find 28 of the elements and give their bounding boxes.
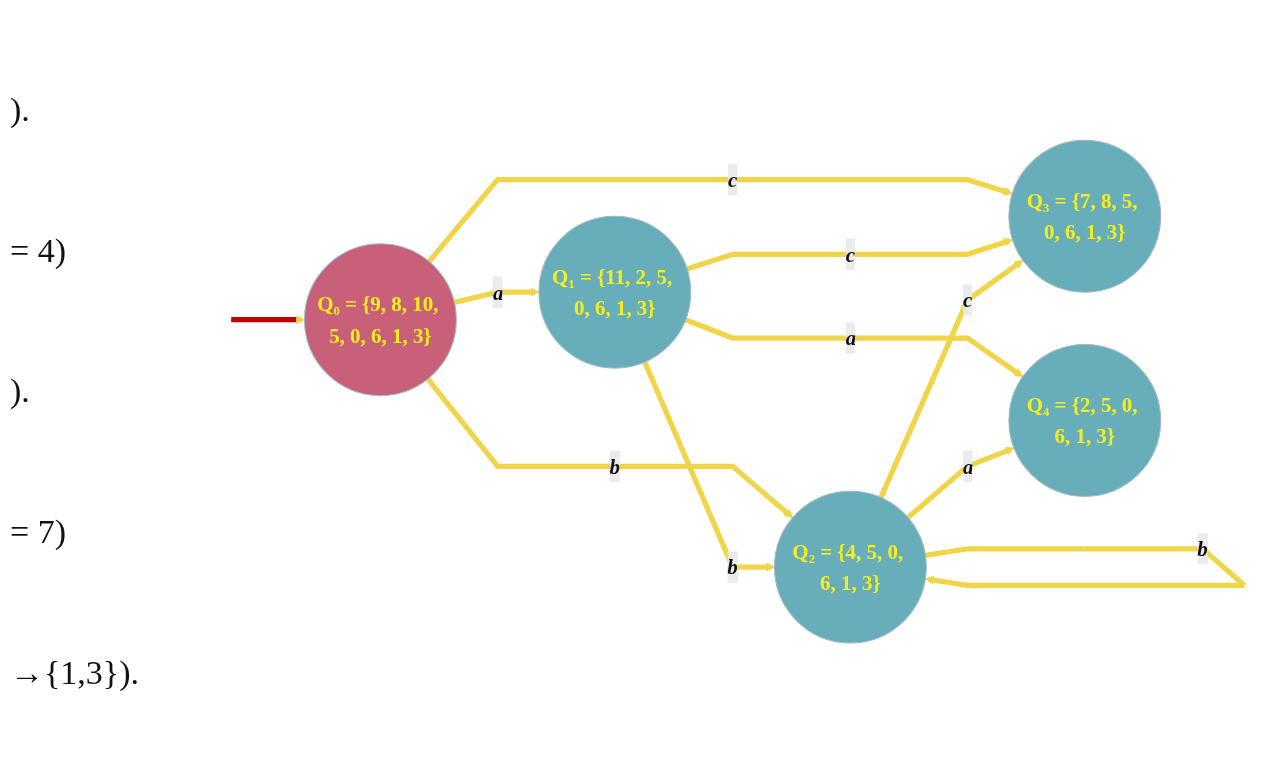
arrow bbox=[684, 317, 1024, 377]
edge-label: a bbox=[962, 454, 974, 478]
edge-label: a bbox=[845, 326, 857, 350]
arrow bbox=[878, 259, 1024, 499]
arrow bbox=[425, 377, 794, 518]
edge-label: c bbox=[962, 288, 973, 312]
node-circle: Q₂ = {4, 5, 0, 6, 1, 3} bbox=[773, 490, 927, 644]
arrow bbox=[686, 237, 1013, 272]
edge-label: b bbox=[1197, 537, 1208, 561]
node-circle: Q₁ = {11, 2, 5, 0, 6, 1, 3} bbox=[538, 215, 692, 369]
formula-text: = 4) bbox=[10, 231, 67, 270]
formula-text: ). bbox=[10, 372, 31, 411]
formula-text: ). bbox=[10, 91, 31, 130]
arrow bbox=[453, 287, 540, 305]
edge-label: b bbox=[727, 555, 738, 579]
edge-label: b bbox=[609, 454, 621, 478]
edge-label: a bbox=[492, 280, 504, 304]
formula-text: = 7) bbox=[10, 513, 67, 552]
arrow bbox=[231, 314, 305, 325]
arrow bbox=[642, 360, 775, 572]
formula-text: →{1,3}). bbox=[10, 653, 140, 692]
edge-label: c bbox=[845, 242, 856, 266]
arrow bbox=[427, 176, 1013, 263]
node-circle: Q₄ = {2, 5, 0, 6, 1, 3} bbox=[1008, 343, 1162, 497]
node-circle: Q₃ = {7, 8, 5, 0, 6, 1, 3} bbox=[1008, 139, 1162, 293]
node-circle: Q₀ = {9, 8, 10, 5, 0, 6, 1, 3} bbox=[303, 243, 457, 396]
arrow bbox=[906, 446, 1015, 520]
edge-label: c bbox=[727, 167, 738, 191]
